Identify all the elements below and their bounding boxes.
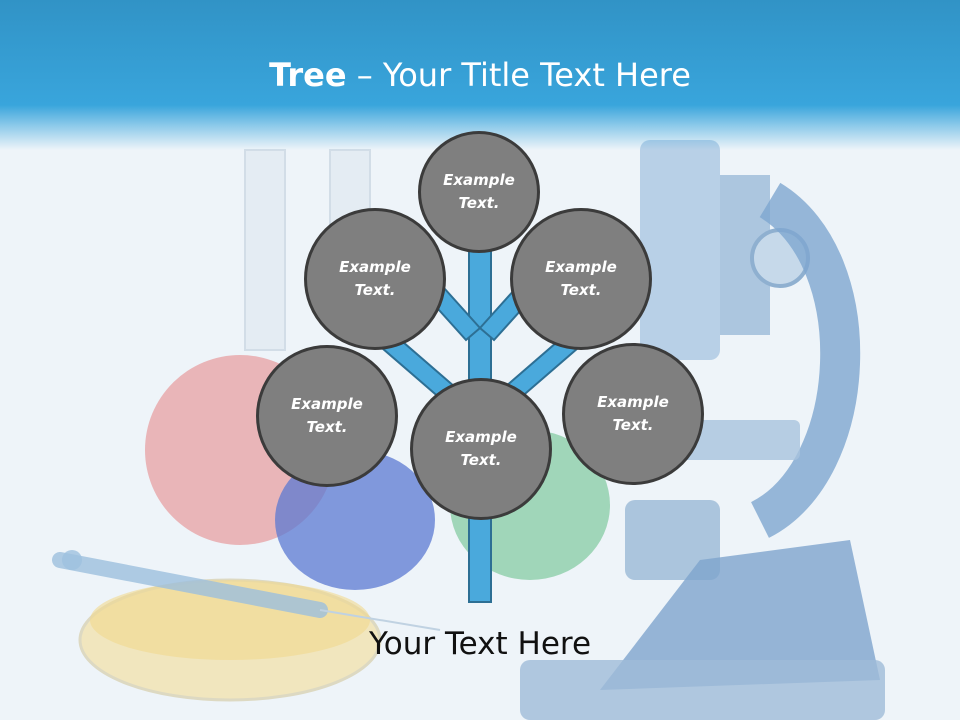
circle-lower-left-line2: Text.: [306, 418, 348, 436]
circle-lower-left-line1: Example: [291, 395, 363, 413]
title-rest-part: – Your Title Text Here: [346, 56, 691, 94]
title-bar: [0, 0, 960, 150]
circle-upper-right-line1: Example: [545, 258, 617, 276]
circle-lower-right-line2: Text.: [612, 416, 654, 434]
circle-upper-left-line2: Text.: [354, 281, 396, 299]
circle-center-line1: Example: [445, 428, 517, 446]
circle-upper-left-line1: Example: [339, 258, 411, 276]
circle-center-line2: Text.: [460, 451, 502, 469]
bottom-caption: Your Text Here: [368, 626, 592, 662]
circle-top-line1: Example: [443, 171, 515, 189]
title-bold-part: Tree: [269, 56, 347, 94]
circle-upper-right-line2: Text.: [560, 281, 602, 299]
circle-top-line2: Text.: [458, 194, 500, 212]
circle-lower-right-line1: Example: [597, 393, 669, 411]
slide-title: Tree – Your Title Text Here: [0, 52, 960, 98]
